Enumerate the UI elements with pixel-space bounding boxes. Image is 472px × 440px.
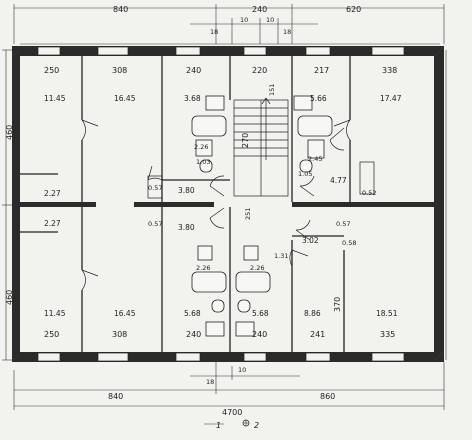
width-label: 250 xyxy=(44,330,59,339)
axis-label-2: 2 xyxy=(254,421,259,430)
dim-stair-3: 10 xyxy=(266,16,274,24)
area-label: 2.45 xyxy=(308,155,322,163)
width-label: 308 xyxy=(112,66,127,75)
dim-top-2: 240 xyxy=(252,5,267,14)
area-label: 0.57 xyxy=(336,220,350,228)
area-label: 2.26 xyxy=(250,264,264,272)
area-label: 3.68 xyxy=(184,94,201,103)
dim-left-top: 460 xyxy=(5,125,14,140)
width-label: 308 xyxy=(112,330,127,339)
dim-stair-4: 18 xyxy=(283,28,291,36)
top-dimension-chain: 840 240 620 18 10 10 18 xyxy=(13,4,445,45)
width-label: 240 xyxy=(186,330,201,339)
area-label: 4.77 xyxy=(330,176,347,185)
height-label: 151 xyxy=(268,84,276,96)
bathroom-fixtures xyxy=(191,95,333,337)
bottom-dimension-chain: 18 10 840 860 4700 xyxy=(13,362,445,417)
outer-walls xyxy=(12,46,444,362)
inner-heights: 270 370 151 251 xyxy=(241,84,342,312)
width-label: 241 xyxy=(310,330,325,339)
area-label: 2.26 xyxy=(194,143,208,151)
dim-stair-b1: 18 xyxy=(206,378,214,386)
bathtub-icon xyxy=(297,115,333,137)
width-label: 217 xyxy=(314,66,329,75)
height-label: 251 xyxy=(244,208,252,220)
area-label: 5.68 xyxy=(252,309,269,318)
dim-total: 4700 xyxy=(222,408,242,417)
dim-stair-2: 10 xyxy=(240,16,248,24)
staircase xyxy=(233,97,289,197)
dim-stair-1: 18 xyxy=(210,28,218,36)
dim-bottom-2: 860 xyxy=(320,392,335,401)
dim-top-1: 840 xyxy=(113,5,128,14)
width-label: 338 xyxy=(382,66,397,75)
area-label: 0.52 xyxy=(362,189,376,197)
width-label: 240 xyxy=(186,66,201,75)
stove-icon xyxy=(293,95,313,111)
area-label: 3.02 xyxy=(302,236,319,245)
width-label: 335 xyxy=(380,330,395,339)
axis-markers: 1 2 xyxy=(204,419,259,430)
area-label: 17.47 xyxy=(380,94,402,103)
doors xyxy=(81,119,351,291)
room-widths: 250 308 240 220 217 338 250 308 240 240 … xyxy=(44,66,397,339)
stove-icon xyxy=(235,321,255,337)
dim-stair-b2: 10 xyxy=(238,366,246,374)
area-label: 0.57 xyxy=(148,184,162,192)
area-label: 8.86 xyxy=(304,309,321,318)
area-label: 11.45 xyxy=(44,309,66,318)
height-label: 270 xyxy=(241,133,250,148)
area-label: 3.80 xyxy=(178,186,195,195)
dim-left-bottom: 460 xyxy=(5,290,14,305)
area-label: 3.80 xyxy=(178,223,195,232)
area-label: 18.51 xyxy=(376,309,398,318)
area-label: 0.58 xyxy=(342,239,356,247)
area-label: 0.57 xyxy=(148,220,162,228)
dim-bottom-1: 840 xyxy=(108,392,123,401)
area-label: 2.27 xyxy=(44,219,61,228)
axis-label-1: 1 xyxy=(216,421,221,430)
stove-icon xyxy=(205,95,225,111)
dim-top-3: 620 xyxy=(346,5,361,14)
closet-areas: 0.57 0.57 0.57 0.58 0.52 xyxy=(147,161,376,247)
center-wall xyxy=(20,202,434,207)
room-areas: 11.45 16.45 3.68 5.66 17.47 2.27 2.27 3.… xyxy=(44,94,402,318)
area-label: 2.26 xyxy=(196,264,210,272)
area-label: 11.45 xyxy=(44,94,66,103)
area-label: 5.68 xyxy=(184,309,201,318)
stove-icon xyxy=(205,321,225,337)
width-label: 220 xyxy=(252,66,267,75)
width-label: 240 xyxy=(252,330,267,339)
area-label: 5.66 xyxy=(310,94,327,103)
area-label: 16.45 xyxy=(114,309,136,318)
width-label: 250 xyxy=(44,66,59,75)
area-label: 1.31 xyxy=(274,252,288,260)
area-label: 1.05 xyxy=(298,170,312,178)
bathtub-icon xyxy=(191,115,227,137)
area-label: 2.27 xyxy=(44,189,61,198)
area-label: 1.03 xyxy=(196,158,210,166)
height-label: 370 xyxy=(333,297,342,312)
bathtub-icon xyxy=(235,271,271,293)
bath-areas: 2.26 1.03 2.45 1.05 2.26 2.26 1.31 xyxy=(194,143,322,272)
area-label: 16.45 xyxy=(114,94,136,103)
bathtub-icon xyxy=(191,271,227,293)
